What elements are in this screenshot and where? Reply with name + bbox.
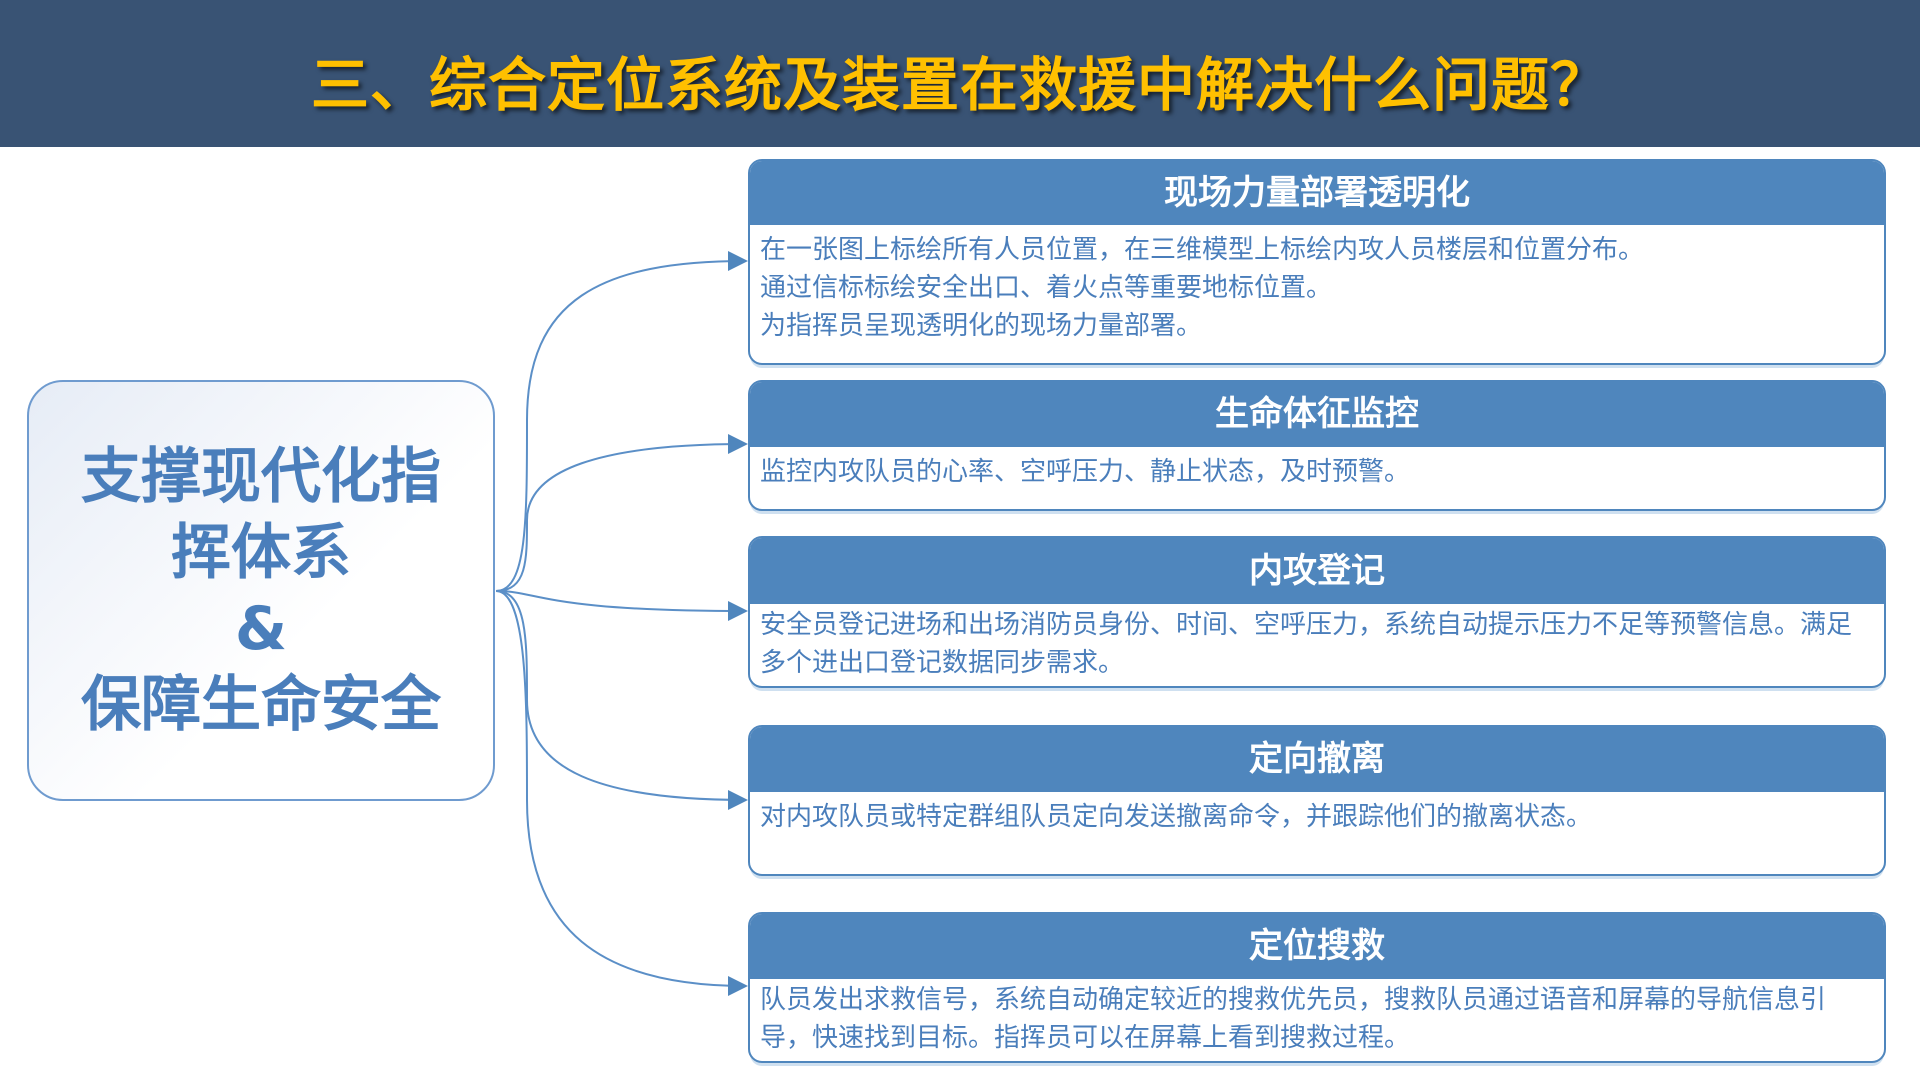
arrow-4 (495, 590, 748, 810)
center-text-line: 保障生命安全 (81, 669, 441, 740)
card-body: 监控内攻队员的心率、空呼压力、静止状态，及时预警。 (750, 447, 1884, 497)
card-body: 对内攻队员或特定群组队员定向发送撤离命令，并跟踪他们的撤离状态。 (750, 792, 1884, 842)
center-text-line: 挥体系 (171, 517, 351, 588)
card-evacuation: 定向撤离 对内攻队员或特定群组队员定向发送撤离命令，并跟踪他们的撤离状态。 (748, 725, 1886, 876)
card-title: 内攻登记 (750, 538, 1884, 604)
card-search-rescue: 定位搜救 队员发出求救信号，系统自动确定较近的搜救优先员，搜救队员通过语音和屏幕… (748, 912, 1886, 1063)
card-title: 定向撤离 (750, 727, 1884, 792)
card-text: 对内攻队员或特定群组队员定向发送撤离命令，并跟踪他们的撤离状态。 (760, 802, 1593, 832)
center-text-line: & (234, 593, 288, 664)
central-theme-box: 支撑现代化指 挥体系 & 保障生命安全 (27, 380, 495, 801)
card-text: 安全员登记进场和出场消防员身份、时间、空呼压力，系统自动提示压力不足等预警信息。… (760, 610, 1853, 678)
page-title: 三、综合定位系统及装置在救援中解决什么问题？ (310, 51, 1609, 119)
card-deployment: 现场力量部署透明化 在一张图上标绘所有人员位置，在三维模型上标绘内攻人员楼层和位… (748, 159, 1886, 365)
card-body: 队员发出求救信号，系统自动确定较近的搜救优先员，搜救队员通过语音和屏幕的导航信息… (750, 979, 1884, 1061)
card-text: 在一张图上标绘所有人员位置，在三维模型上标绘内攻人员楼层和位置分布。 (760, 235, 1645, 265)
card-vital-signs: 生命体征监控 监控内攻队员的心率、空呼压力、静止状态，及时预警。 (748, 380, 1886, 511)
card-title: 生命体征监控 (750, 382, 1884, 447)
header-bar (0, 0, 1920, 147)
card-text: 队员发出求救信号，系统自动确定较近的搜救优先员，搜救队员通过语音和屏幕的导航信息… (760, 985, 1827, 1053)
card-title: 定位搜救 (750, 914, 1884, 979)
card-body: 在一张图上标绘所有人员位置，在三维模型上标绘内攻人员楼层和位置分布。 通过信标标… (750, 225, 1884, 351)
card-entry-registration: 内攻登记 安全员登记进场和出场消防员身份、时间、空呼压力，系统自动提示压力不足等… (748, 536, 1886, 688)
arrow-5 (495, 590, 748, 996)
card-title: 现场力量部署透明化 (750, 161, 1884, 225)
card-body: 安全员登记进场和出场消防员身份、时间、空呼压力，系统自动提示压力不足等预警信息。… (750, 604, 1884, 686)
card-text: 监控内攻队员的心率、空呼压力、静止状态，及时预警。 (760, 457, 1411, 487)
card-text: 为指挥员呈现透明化的现场力量部署。 (760, 311, 1203, 341)
card-text: 通过信标标绘安全出口、着火点等重要地标位置。 (760, 273, 1333, 303)
arrow-2 (495, 434, 748, 592)
arrow-1 (495, 251, 748, 592)
arrow-3 (495, 590, 748, 621)
center-text-line: 支撑现代化指 (81, 441, 441, 512)
